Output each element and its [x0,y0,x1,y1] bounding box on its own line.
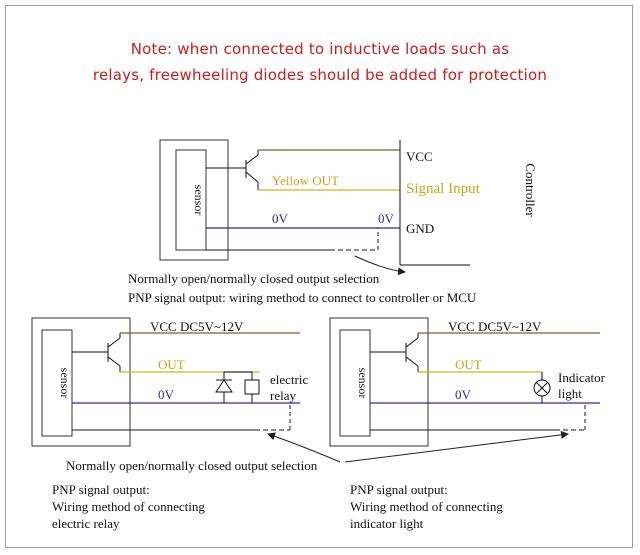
controller-label: Controller [523,163,538,217]
diagram-frame [5,5,633,548]
freewheeling-diode-icon [215,372,233,403]
top-sensor-element [175,149,207,251]
right-load-label-1: Indicator [558,370,606,385]
top-yellow-out-label: Yellow OUT [272,173,339,188]
right-sensor-housing [329,317,429,447]
top-0v-right-label: 0V [378,211,395,226]
left-load-label-2: relay [270,388,296,403]
right-vcc-label: VCC DC5V~12V [448,319,542,334]
bottom-selection-callout: Normally open/normally closed output sel… [66,430,569,473]
left-sensor-label: sensor [58,368,72,399]
left-vcc-label: VCC DC5V~12V [150,319,244,334]
top-caption: PNP signal output: wiring method to conn… [128,290,477,305]
top-transistor-icon [206,150,259,190]
bottom-selection-label: Normally open/normally closed output sel… [66,458,318,473]
top-sensor-housing [159,139,229,261]
bottom-selection-arrow-right [344,430,569,463]
left-sensor-housing [31,317,131,447]
right-sensor-label: sensor [356,368,370,399]
top-signal-input-label: Signal Input [406,181,481,197]
right-diagram: sensor VCC DC5V~12V OUT 0V Indicator lig… [329,317,606,531]
left-caption-3: electric relay [52,516,120,531]
bottom-selection-arrow-left [267,432,341,463]
top-gnd-label: GND [406,221,434,236]
right-caption-3: indicator light [350,516,424,531]
left-caption-1: PNP signal output: [52,482,150,497]
right-0v-label: 0V [455,387,472,402]
top-0v-left-label: 0V [272,211,289,226]
right-caption-1: PNP signal output: [350,482,448,497]
right-sensor-element [339,329,371,437]
left-diagram: sensor VCC DC5V~12V [31,317,308,531]
top-sensor-label: sensor [192,185,206,216]
top-diagram: sensor VCC Yellow OUT Signal Input 0V 0V… [128,139,538,305]
right-transistor-icon [370,333,419,372]
top-vcc-label: VCC [406,149,433,164]
right-caption-2: Wiring method of connecting [350,499,503,514]
note-line-1: Note: when connected to inductive loads … [130,40,510,58]
left-sensor-element [41,329,73,437]
top-selection-arrow [354,255,406,276]
left-out-label: OUT [158,357,185,372]
left-load-label-1: electric [270,372,308,387]
left-0v-label: 0V [158,387,175,402]
right-load-label-2: light [558,386,582,401]
left-transistor-icon [72,333,121,372]
top-selection-label: Normally open/normally closed output sel… [128,271,380,286]
right-out-label: OUT [455,357,482,372]
left-caption-2: Wiring method of connecting [52,499,205,514]
note-line-2: relays, freewheeling diodes should be ad… [92,66,548,84]
relay-coil-icon [224,371,260,403]
indicator-lamp-icon [533,372,551,403]
